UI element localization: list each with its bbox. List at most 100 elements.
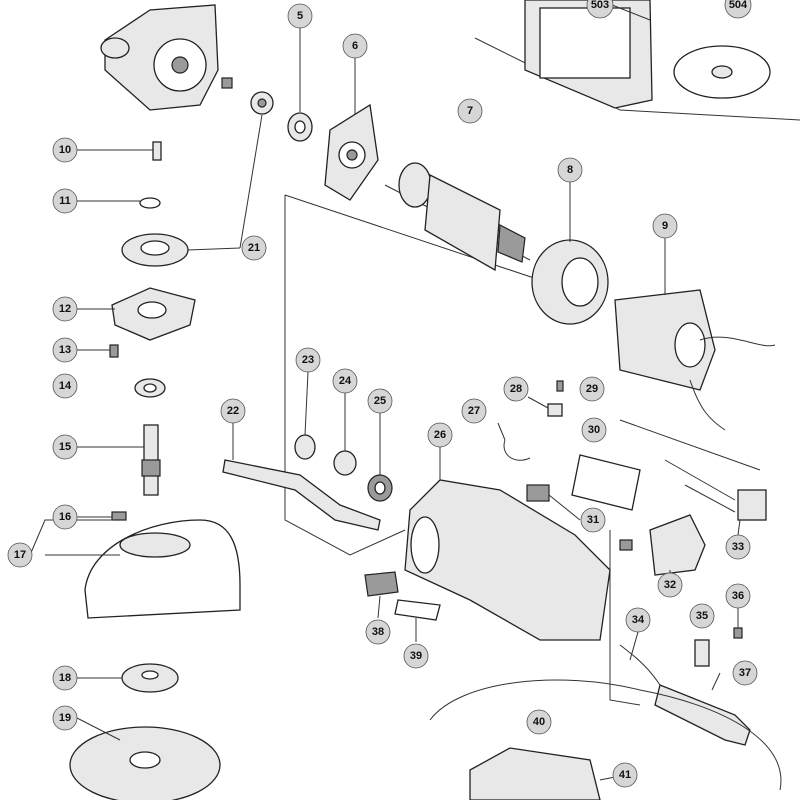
callout-25: 25 xyxy=(367,388,393,414)
callout-12: 12 xyxy=(52,296,78,322)
callout-number: 34 xyxy=(632,614,645,626)
callout-28: 28 xyxy=(503,376,529,402)
callout-18: 18 xyxy=(52,665,78,691)
callout-40: 40 xyxy=(526,709,552,735)
callout-22: 22 xyxy=(220,398,246,424)
noise-suppressor-33 xyxy=(664,459,767,521)
callout-26: 26 xyxy=(427,422,453,448)
callout-number: 12 xyxy=(59,303,71,315)
carbon-brush-27 xyxy=(503,439,531,461)
callout-bubble xyxy=(52,337,78,363)
callout-38: 38 xyxy=(365,619,391,645)
nut-small xyxy=(221,77,233,89)
callout-34: 34 xyxy=(625,607,651,633)
callout-bubble xyxy=(52,504,78,530)
callout-14: 14 xyxy=(52,373,78,399)
callout-41: 41 xyxy=(612,762,638,788)
callout-bubble xyxy=(581,417,607,443)
callout-11: 11 xyxy=(52,188,78,214)
switch-32 xyxy=(619,514,706,576)
callout-number: 38 xyxy=(372,626,384,638)
callout-number: 8 xyxy=(567,164,573,176)
callout-39: 39 xyxy=(403,643,429,669)
callout-number: 27 xyxy=(468,405,480,417)
callout-bubble xyxy=(7,542,33,568)
callout-bubble xyxy=(287,3,313,29)
switch-lever-22 xyxy=(222,459,381,531)
label-39 xyxy=(394,599,441,621)
callout-bubble xyxy=(657,572,683,598)
callout-number: 40 xyxy=(533,716,545,728)
tapping-screw-29 xyxy=(556,380,564,392)
callout-bubble xyxy=(724,0,752,19)
rubber-ring-25 xyxy=(367,474,393,502)
callout-bubble xyxy=(689,603,715,629)
callout-number: 28 xyxy=(510,383,522,395)
pinion-gear xyxy=(250,91,274,115)
name-plate-30 xyxy=(571,454,641,511)
callout-bubble xyxy=(52,373,78,399)
callout-bubble xyxy=(52,705,78,731)
callout-bubble xyxy=(342,33,368,59)
callout-30: 30 xyxy=(581,417,607,443)
callout-bubble xyxy=(725,534,751,560)
callout-6: 6 xyxy=(342,33,368,59)
brush-cap-28 xyxy=(547,403,563,417)
callout-24: 24 xyxy=(332,368,358,394)
callout-number: 36 xyxy=(732,590,744,602)
callout-number: 19 xyxy=(59,712,71,724)
callout-number: 18 xyxy=(59,672,71,684)
bearing-plate-6 xyxy=(324,103,379,201)
callout-number: 6 xyxy=(352,40,358,52)
callout-7: 7 xyxy=(457,98,483,124)
callout-number: 17 xyxy=(14,549,26,561)
retaining-ring-11 xyxy=(139,197,161,209)
callout-number: 21 xyxy=(248,242,260,254)
housing-26 xyxy=(404,479,611,641)
callout-number: 22 xyxy=(227,405,239,417)
callout-5: 5 xyxy=(287,3,313,29)
callout-number: 26 xyxy=(434,429,446,441)
callout-bubble xyxy=(52,137,78,163)
callout-15: 15 xyxy=(52,434,78,460)
callout-19: 19 xyxy=(52,705,78,731)
callout-bubble xyxy=(52,665,78,691)
callout-9: 9 xyxy=(652,213,678,239)
callout-27: 27 xyxy=(461,398,487,424)
tool-box-503 xyxy=(524,0,653,109)
callout-bubble xyxy=(625,607,651,633)
packing-gland-12 xyxy=(111,287,196,341)
callout-number: 24 xyxy=(339,375,352,387)
callout-bubble xyxy=(580,507,606,533)
spindle-15 xyxy=(141,424,161,496)
callout-layer: 5678910111213141516171819212223242526272… xyxy=(7,0,758,788)
callout-number: 7 xyxy=(467,105,473,117)
callout-number: 31 xyxy=(587,514,599,526)
callout-number: 29 xyxy=(586,383,598,395)
callout-bubble xyxy=(403,643,429,669)
callout-32: 32 xyxy=(657,572,683,598)
callout-35: 35 xyxy=(689,603,715,629)
callout-bubble xyxy=(557,157,583,183)
callout-bubble xyxy=(52,296,78,322)
callout-bubble xyxy=(586,0,614,19)
callout-bubble xyxy=(367,388,393,414)
callout-13: 13 xyxy=(52,337,78,363)
callout-bubble xyxy=(579,376,605,402)
callout-bubble xyxy=(732,660,758,686)
bearing-23 xyxy=(294,434,316,460)
assembly-guide-lines xyxy=(284,37,800,706)
callout-17: 17 xyxy=(7,542,33,568)
callout-bubble xyxy=(457,98,483,124)
callout-37: 37 xyxy=(732,660,758,686)
spiral-bevel-gear-21 xyxy=(121,233,189,267)
callout-number: 25 xyxy=(374,395,386,407)
callout-bubble xyxy=(52,188,78,214)
callout-number: 5 xyxy=(297,10,303,22)
callout-29: 29 xyxy=(579,376,605,402)
callout-number: 15 xyxy=(59,441,71,453)
fan-guide-8 xyxy=(531,239,609,325)
callout-number: 30 xyxy=(588,424,600,436)
